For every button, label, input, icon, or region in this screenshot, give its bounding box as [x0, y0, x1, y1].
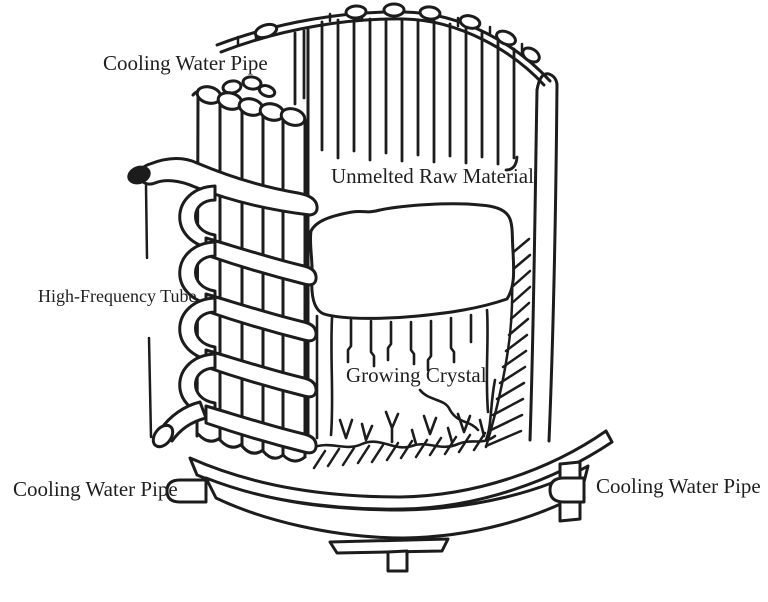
- base-assembly: [165, 429, 614, 573]
- cooling-pipe-stub-right: [548, 476, 586, 504]
- label-cooling-water-pipe-left: Cooling Water Pipe: [13, 477, 178, 501]
- label-cooling-water-pipe-top: Cooling Water Pipe: [103, 51, 268, 75]
- base-bottom-stub: [386, 549, 409, 573]
- back-wall-tubes: [293, 17, 519, 172]
- label-growing-crystal: Growing Crystal: [346, 363, 487, 387]
- rim-tube-top-bumps: [253, 2, 541, 64]
- coil-band-1: [204, 236, 318, 287]
- crucible-rim: [215, 2, 552, 87]
- label-cooling-water-pipe-right: Cooling Water Pipe: [596, 474, 761, 498]
- tube-bottom-caps: [196, 432, 307, 463]
- wall-cross-section-hatch: [484, 231, 532, 449]
- induction-coil: [127, 157, 319, 455]
- coil-band-4: [204, 404, 318, 455]
- right-wall-tube: [528, 72, 559, 443]
- coil-band-3: [204, 348, 318, 399]
- coil-band-2: [204, 292, 318, 343]
- melt-region: [308, 202, 516, 320]
- rim-inner-arc: [219, 17, 546, 87]
- tube-top-bumps: [191, 75, 307, 127]
- base-pedestal: [328, 537, 450, 555]
- crystal-branch-marks: [310, 378, 497, 450]
- cooling-pipe-stub-left: [165, 478, 208, 504]
- right-tube-top-cap: [535, 72, 559, 92]
- label-unmelted-raw-material: Unmelted Raw Material: [331, 164, 534, 188]
- coil-outlet-opening: [151, 423, 175, 449]
- coil-inlet-opening: [127, 165, 151, 185]
- coil-lead-line-lower: [147, 336, 153, 439]
- label-high-frequency-tube: High-Frequency Tube: [38, 286, 197, 306]
- coil-lead-line-upper: [144, 184, 149, 260]
- inner-corner-hook: [504, 155, 519, 172]
- floor-hatch: [312, 431, 487, 470]
